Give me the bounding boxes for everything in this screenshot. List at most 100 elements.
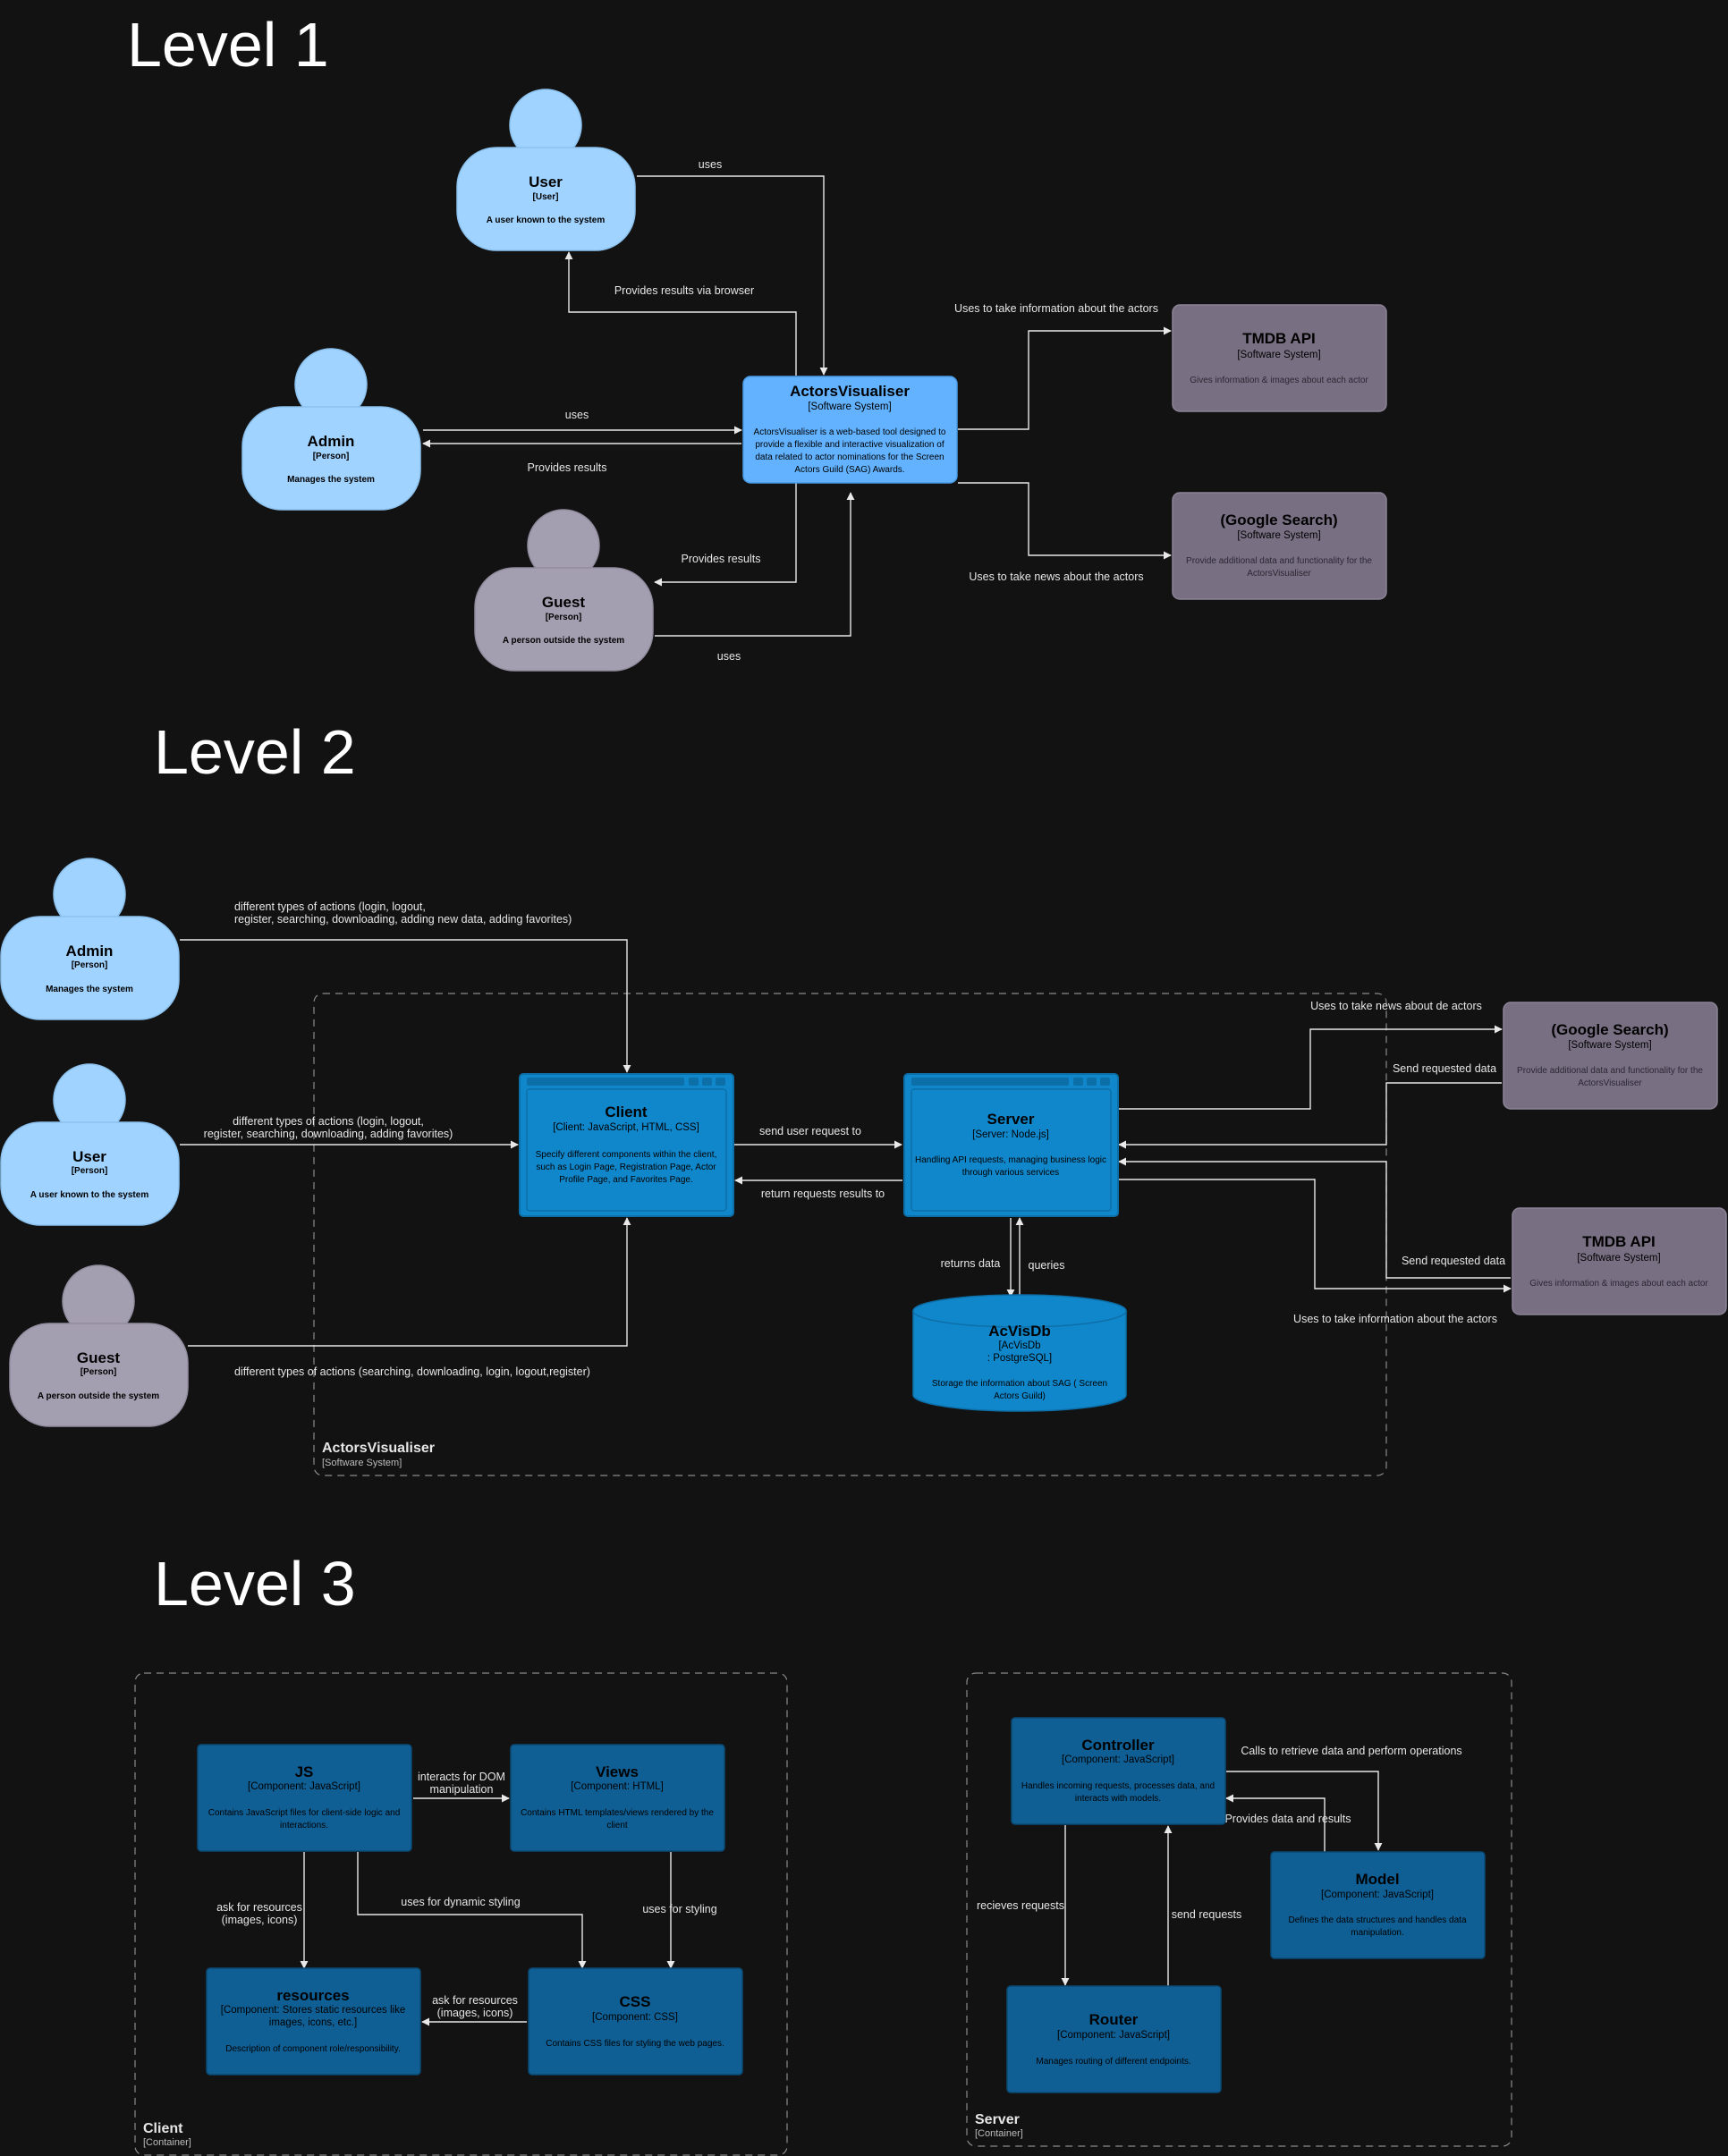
l2-edges: different types of actions (login, logou… — [180, 900, 1512, 1378]
l3-views-name: Views — [596, 1763, 639, 1780]
l3-controller-type: [Component: JavaScript] — [1062, 1754, 1174, 1765]
l2-admin-person[interactable]: Admin [Person] Manages the system — [0, 858, 180, 1020]
l2-user-name: User — [72, 1148, 106, 1165]
l3-js-component[interactable]: JS [Component: JavaScript] Contains Java… — [197, 1744, 412, 1852]
l1-actorsvisualiser-system[interactable]: ActorsVisualiser [Software System] Actor… — [742, 376, 958, 484]
l3-views-type: [Component: HTML] — [571, 1781, 664, 1792]
l2-db-desc-2: Actors Guild) — [994, 1391, 1046, 1401]
edge-label-admin-results: Provides results — [528, 461, 607, 474]
l1-user-desc: A user known to the system — [487, 216, 606, 225]
l3-router-component[interactable]: Router [Component: JavaScript] Manages r… — [1006, 1985, 1222, 2093]
level-2-diagram: ActorsVisualiser [Software System] diffe… — [0, 858, 1727, 1476]
l2-client-desc-3: Profile Page, and Favorites Page. — [559, 1175, 693, 1185]
l2-actorsvisualiser-boundary — [313, 993, 1387, 1476]
edge-label-google-send: Send requested data — [1393, 1062, 1496, 1075]
edge-guest-results — [654, 483, 797, 587]
l3-resources-desc: Description of component role/responsibi… — [225, 2044, 400, 2054]
level-1-heading: Level 1 — [127, 10, 329, 80]
l1-system-desc-3: data related to actor nominations for th… — [755, 452, 944, 462]
l1-guest-type: [Person] — [546, 613, 582, 622]
l1-tmdb-system[interactable]: TMDB API [Software System] Gives informa… — [1172, 304, 1387, 412]
edge-results-browser — [564, 251, 797, 376]
l3-resources-component[interactable]: resources [Component: Stores static reso… — [206, 1967, 421, 2076]
l3-css-component[interactable]: CSS [Component: CSS] Contains CSS files … — [528, 1967, 743, 2076]
l2-boundary-name: ActorsVisualiser — [322, 1441, 435, 1456]
edge-guest-uses — [655, 492, 855, 637]
edge-label-return-results: return requests results to — [761, 1188, 885, 1200]
l3-model-component[interactable]: Model [Component: JavaScript] Defines th… — [1270, 1851, 1486, 1959]
edge-label-guest-results: Provides results — [682, 553, 761, 565]
l3-controller-name: Controller — [1081, 1737, 1155, 1754]
edge-label-queries: queries — [1029, 1259, 1065, 1272]
edge-to-tmdb — [1119, 1179, 1512, 1293]
level-2-heading: Level 2 — [154, 717, 356, 787]
l2-tmdb-system[interactable]: TMDB API [Software System] Gives informa… — [1512, 1207, 1727, 1315]
level-3-diagram: Client [Container] Server [Container] in… — [134, 1672, 1512, 2156]
edge-label-to-google: Uses to take news about the actors — [969, 571, 1143, 583]
l1-guest-person[interactable]: Guest [Person] A person outside the syst… — [474, 509, 654, 672]
edge-to-google — [1119, 1025, 1503, 1110]
l2-google-name: (Google Search) — [1551, 1021, 1668, 1038]
l2-client-desc-1: Specify different components within the … — [536, 1150, 717, 1160]
l1-google-desc-2: ActorsVisualiser — [1247, 569, 1311, 579]
l2-client-container[interactable]: Client [Client: JavaScript, HTML, CSS] S… — [519, 1073, 734, 1217]
l1-google-system[interactable]: (Google Search) [Software System] Provid… — [1172, 492, 1387, 600]
l2-client-type: [Client: JavaScript, HTML, CSS] — [553, 1122, 699, 1133]
l2-boundary-type: [Software System] — [322, 1458, 402, 1468]
l2-server-container[interactable]: Server [Server: Node.js] Handling API re… — [903, 1073, 1119, 1217]
l1-system-desc-1: ActorsVisualiser is a web-based tool des… — [754, 427, 946, 437]
edge-label-ask-js-1: ask for resources — [216, 1901, 302, 1914]
edge-label-user-actions-1: different types of actions (login, logou… — [233, 1115, 424, 1128]
l1-google-desc-1: Provide additional data and functionalit… — [1186, 556, 1372, 566]
l2-guest-person[interactable]: Guest [Person] A person outside the syst… — [9, 1264, 189, 1427]
l3-client-edges: interacts for DOM manipulation ask for r… — [216, 1771, 717, 2026]
l3-router-name: Router — [1089, 2011, 1139, 2028]
edge-guest-actions — [188, 1217, 631, 1347]
l2-server-desc-1: Handling API requests, managing business… — [915, 1155, 1106, 1165]
l1-tmdb-name: TMDB API — [1242, 330, 1316, 347]
edge-label-admin-actions-1: different types of actions (login, logou… — [234, 900, 426, 913]
l3-model-desc-1: Defines the data structures and handles … — [1288, 1915, 1466, 1925]
l2-client-name: Client — [605, 1103, 648, 1120]
l3-js-name: JS — [295, 1763, 314, 1780]
l1-google-type: [Software System] — [1237, 530, 1320, 541]
l3-server-boundary-type: [Container] — [975, 2128, 1023, 2139]
l1-admin-name: Admin — [308, 433, 355, 450]
l2-admin-type: [Person] — [72, 960, 108, 970]
l3-resources-type-1: [Component: Stores static resources like — [221, 2005, 405, 2016]
l2-server-type: [Server: Node.js] — [972, 1129, 1049, 1140]
l3-controller-component[interactable]: Controller [Component: JavaScript] Handl… — [1011, 1717, 1226, 1825]
edge-label-to-tmdb: Uses to take information about the actor… — [954, 302, 1158, 315]
l2-client-desc-2: such as Login Page, Registration Page, A… — [536, 1163, 716, 1172]
l1-system-desc-2: provide a flexible and interactive visua… — [755, 440, 944, 450]
edge-label-recieves: recieves requests — [977, 1899, 1064, 1912]
l2-user-desc: A user known to the system — [30, 1190, 149, 1200]
edge-admin-actions — [180, 939, 631, 1073]
l2-server-desc-2: through various services — [962, 1168, 1059, 1178]
edge-label-provides: Provides data and results — [1224, 1813, 1351, 1825]
l3-resources-type-2: images, icons, etc.] — [269, 2017, 357, 2028]
edge-user-uses — [637, 175, 828, 376]
l3-server-boundary — [966, 1672, 1512, 2147]
l3-model-desc-2: manipulation. — [1351, 1928, 1403, 1938]
l3-client-boundary — [134, 1672, 788, 2156]
l3-views-component[interactable]: Views [Component: HTML] Contains HTML te… — [510, 1744, 725, 1852]
edge-label-tmdb-send: Send requested data — [1402, 1255, 1505, 1267]
l3-router-type: [Component: JavaScript] — [1057, 2030, 1170, 2041]
l2-google-desc-1: Provide additional data and functionalit… — [1517, 1066, 1703, 1076]
l1-edges: uses Provides results via browser uses P… — [422, 158, 1172, 663]
edge-google-send — [1118, 1082, 1502, 1149]
l1-user-person[interactable]: User [User] A user known to the system — [456, 89, 636, 251]
l2-tmdb-name: TMDB API — [1582, 1233, 1656, 1250]
l1-tmdb-desc: Gives information & images about each ac… — [1190, 376, 1368, 385]
l3-controller-desc-2: interacts with models. — [1075, 1794, 1161, 1804]
level-1-diagram: uses Provides results via browser uses P… — [241, 89, 1387, 672]
l1-admin-person[interactable]: Admin [Person] Manages the system — [241, 348, 421, 511]
level-3-heading: Level 3 — [154, 1549, 356, 1619]
l2-user-person[interactable]: User [Person] A user known to the system — [0, 1063, 180, 1226]
l3-css-name: CSS — [620, 1993, 651, 2010]
l2-admin-desc: Manages the system — [46, 985, 133, 994]
l2-acvisdb-database[interactable]: AcVisDb [AcVisDb : PostgreSQL] Storage t… — [912, 1294, 1127, 1412]
edge-label-ask-js-2: (images, icons) — [222, 1914, 298, 1926]
l2-google-system[interactable]: (Google Search) [Software System] Provid… — [1503, 1002, 1718, 1110]
